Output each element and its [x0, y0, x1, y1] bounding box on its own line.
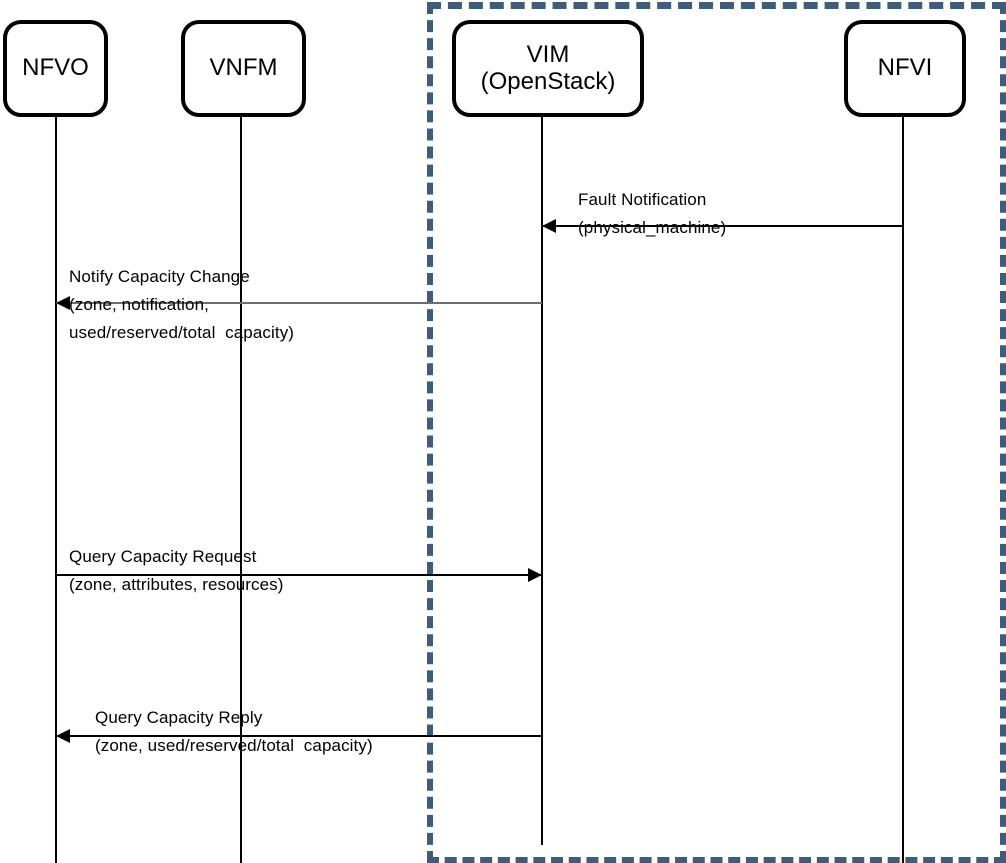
participant-nfvo: NFVO — [3, 20, 108, 117]
participant-nfvi: NFVI — [844, 20, 966, 117]
lifeline-vim — [541, 117, 543, 845]
lifeline-vnfm — [240, 117, 242, 863]
arrowhead-query-capacity-reply — [56, 729, 70, 743]
message-line-fault-notification — [542, 225, 903, 227]
message-label-notify-capacity-change: Notify Capacity Change (zone, notificati… — [69, 267, 295, 343]
nfvi-boundary-region — [427, 2, 1006, 863]
message-label-query-capacity-request: Query Capacity Request (zone, attributes… — [69, 547, 284, 595]
lifeline-nfvi — [902, 117, 904, 863]
message-label-query-capacity-reply: Query Capacity Reply (zone, used/reserve… — [95, 708, 373, 756]
participant-vnfm: VNFM — [181, 20, 306, 117]
message-line-notify-capacity-change — [56, 302, 542, 304]
message-line-query-capacity-reply — [56, 735, 542, 737]
lifeline-nfvo — [55, 117, 57, 863]
arrowhead-notify-capacity-change — [56, 296, 70, 310]
participant-vim: VIM (OpenStack) — [452, 20, 644, 117]
arrowhead-query-capacity-request — [528, 568, 542, 582]
arrowhead-fault-notification — [542, 219, 556, 233]
message-label-fault-notification: Fault Notification (physical_machine) — [578, 190, 727, 238]
message-line-query-capacity-request — [56, 574, 542, 576]
